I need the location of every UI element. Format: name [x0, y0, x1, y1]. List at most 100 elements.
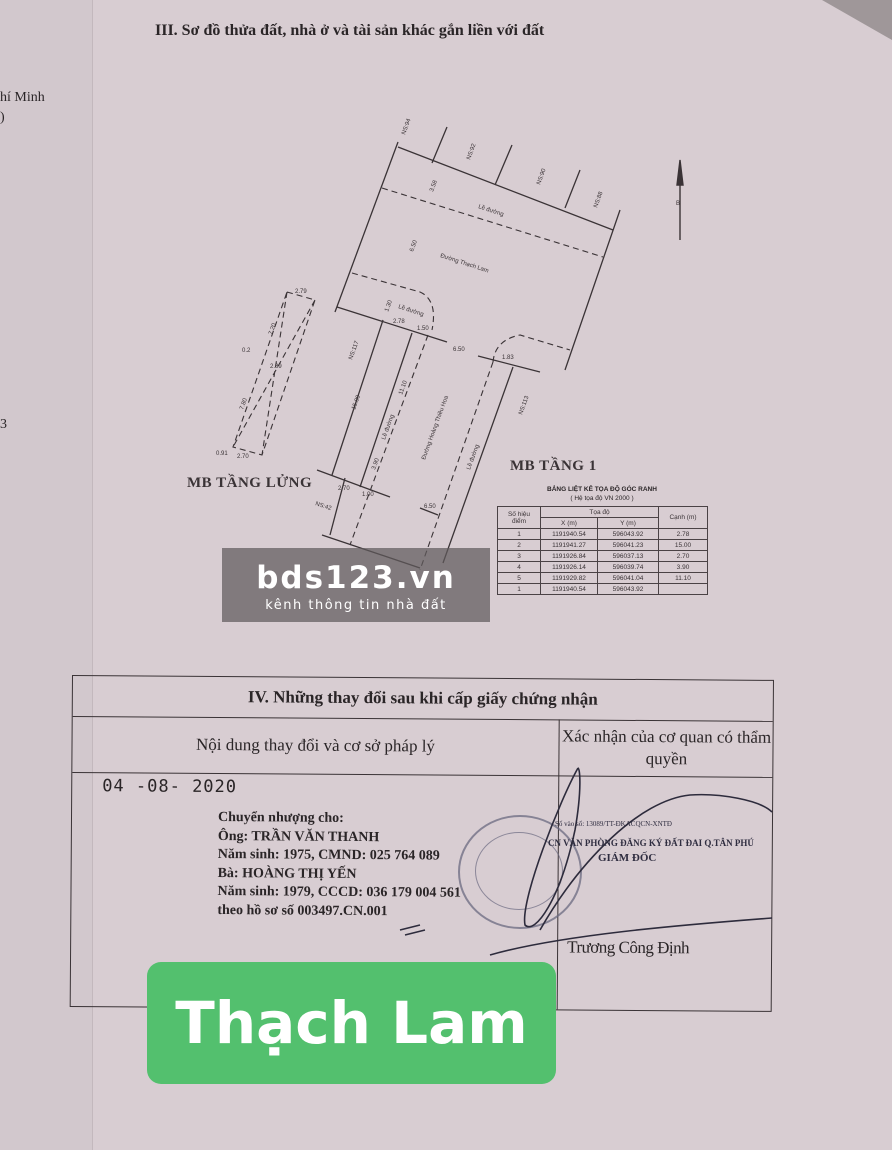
- table-cell: 1191940.54: [540, 583, 598, 595]
- mezzanine-plan-label: MB TẦNG LỬNG: [187, 474, 312, 491]
- table-cell: 596043.92: [597, 583, 659, 595]
- table-cell: 596039.74: [597, 561, 659, 573]
- mezz-dimension: 7.20: [268, 322, 278, 336]
- table-cell: 5: [497, 572, 541, 584]
- watermark-tagline: kênh thông tin nhà đất: [265, 598, 447, 613]
- diagram-element: [399, 924, 426, 936]
- dimension: 1.83: [502, 355, 514, 361]
- sidewalk-line: [381, 187, 604, 258]
- parcel-rear-line: [419, 507, 439, 516]
- table-cell: 596037.13: [597, 550, 659, 562]
- stamp-office: CN VĂN PHÒNG ĐĂNG KÝ ĐẤT ĐAI Q.TÂN PHÚ: [548, 838, 754, 848]
- dimension: 6.50: [409, 239, 419, 253]
- dimension: 3.90: [371, 457, 381, 471]
- dimension: 6.50: [453, 347, 465, 353]
- table-cell: 596041.04: [597, 572, 659, 584]
- diagram-element: [676, 159, 684, 186]
- road-right-edge: [564, 209, 621, 371]
- table-cell: 596041.23: [597, 539, 659, 551]
- dimension: 6.50: [424, 504, 436, 510]
- table-cell: 1191941.27: [540, 539, 598, 551]
- diagram-element: [399, 767, 773, 956]
- sidewalk-line: [349, 334, 429, 546]
- table-cell: 1: [497, 528, 541, 540]
- lot-front-line-right: [477, 355, 541, 373]
- mezz-dimension: 0.2: [242, 348, 251, 354]
- stamp-title: GIÁM ĐỐC: [598, 852, 657, 864]
- sidewalk-curve: [492, 334, 571, 363]
- official-seal: [458, 815, 582, 929]
- table-cell: 4: [497, 561, 541, 573]
- header-coord: Tọa độ: [540, 506, 659, 518]
- watermark-brand: bds123.vn: [256, 560, 456, 596]
- mezz-dimension: 7.80: [239, 397, 249, 411]
- neighbor-divider: [431, 126, 448, 164]
- header-point: Số hiệu điểm: [497, 506, 541, 529]
- margin-text-2: ): [0, 110, 5, 125]
- watermark: bds123.vn kênh thông tin nhà đất: [222, 548, 490, 622]
- mezz-dimension: 2.70: [237, 454, 249, 460]
- diagram-element: [523, 767, 581, 928]
- street-name-banner: Thạch Lam: [147, 962, 556, 1084]
- side-road-edge: [442, 366, 514, 564]
- margin-text-3: 3: [0, 417, 7, 432]
- lot-front-line: [336, 306, 448, 343]
- neighbor-label: NS:88: [593, 190, 605, 208]
- mezzanine-outline: [232, 291, 316, 456]
- parcel-rear-line: [316, 469, 391, 498]
- official-seal-inner: [475, 832, 563, 910]
- table-cell: 2: [497, 539, 541, 551]
- north-arrow-icon: [676, 159, 684, 240]
- diagram-element: [539, 793, 773, 931]
- dimension: 3.58: [429, 179, 439, 193]
- dimension: 1.00: [362, 492, 374, 498]
- diagram-element: Số hiệu điểm Tọa độ Cạnh (m): [497, 506, 708, 529]
- stamp-reference: Số vào sổ: 13089/TT-ĐKACQCN-XNTĐ: [555, 820, 672, 828]
- table-cell: 1191926.84: [540, 550, 598, 562]
- header-y: Y (m): [597, 517, 659, 529]
- parcel-inner-line: [359, 332, 413, 488]
- page-corner-shadow: [822, 0, 892, 40]
- mezz-dimension: 2.89: [270, 364, 282, 370]
- floor1-plan-label: MB TẦNG 1: [510, 457, 597, 474]
- table-cell: [658, 583, 708, 595]
- sidewalk-curve: [351, 272, 435, 331]
- parcel-left-line: [331, 319, 384, 476]
- section-3-title: III. Sơ đồ thửa đất, nhà ở và tài sản kh…: [155, 22, 545, 39]
- header-edge: Cạnh (m): [658, 506, 708, 529]
- header-x: X (m): [540, 517, 598, 529]
- neighbor-label: NS:94: [401, 117, 413, 135]
- road-left-edge: [334, 141, 399, 313]
- coordinate-table: Số hiệu điểm Tọa độ Cạnh (m) X (m) Y (m)…: [497, 506, 708, 595]
- table-cell: 15.00: [658, 539, 708, 551]
- north-label: B: [676, 201, 680, 207]
- neighbor-label: NS:92: [466, 142, 478, 160]
- diagram-element: [489, 917, 773, 956]
- neighbor-label: NS:90: [536, 167, 548, 185]
- coord-table-title: BẢNG LIỆT KÊ TỌA ĐỘ GÓC RANH: [547, 486, 657, 493]
- neighbor-label: NS:42: [314, 501, 332, 512]
- lower-left-line: [329, 477, 346, 536]
- table-cell: 596043.92: [597, 528, 659, 540]
- neighbor-divider: [494, 144, 513, 186]
- table-cell: 1191926.14: [540, 561, 598, 573]
- table-cell: 3.90: [658, 561, 708, 573]
- table-cell: 1191940.54: [540, 528, 598, 540]
- coord-table-subtitle: ( Hệ tọa độ VN 2000 ): [570, 495, 634, 502]
- table-cell: 3: [497, 550, 541, 562]
- dimension: 1.50: [417, 326, 429, 332]
- dimension: 11.10: [398, 379, 409, 395]
- mezz-dimension: 2.79: [295, 289, 307, 295]
- margin-text-1: hí Minh: [0, 90, 45, 105]
- table-cell: 11.10: [658, 572, 708, 584]
- dimension: 2.78: [393, 319, 405, 325]
- table-cell: 2.70: [658, 550, 708, 562]
- neighbor-divider: [564, 169, 581, 209]
- mezz-dimension: 0.91: [216, 451, 228, 457]
